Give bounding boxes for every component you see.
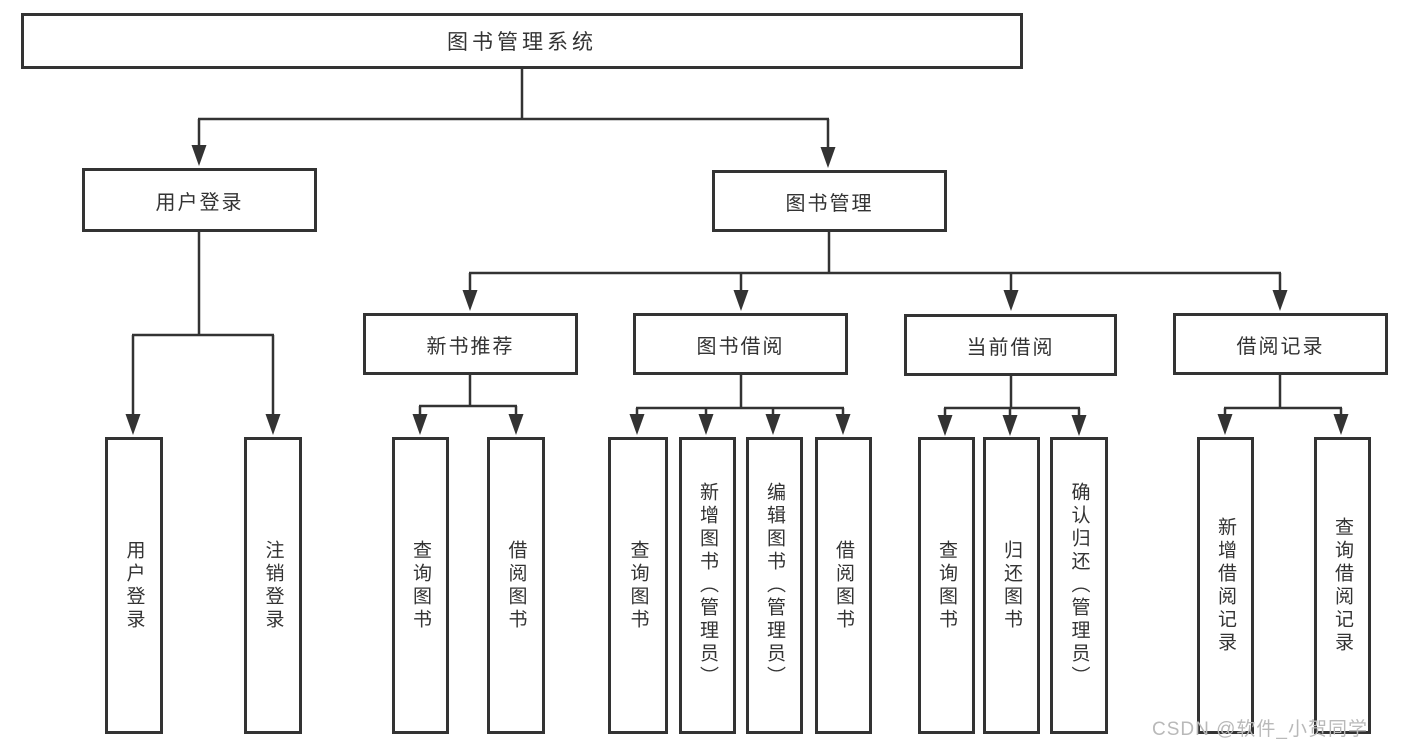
node-book-borrowing: 图书借阅 [633, 313, 848, 375]
csdn-watermark: CSDN @软件_小贺同学 [1152, 719, 1368, 740]
leaf-query-books-recommend-label: 查询图书 [410, 539, 431, 632]
arrowhead-icon [765, 414, 781, 435]
leaf-edit-books-admin-label: 编辑图书（管理员） [764, 482, 785, 689]
leaf-logout: 注销登录 [244, 437, 302, 734]
node-user-login-label: 用户登录 [155, 191, 244, 214]
leaf-borrow-books-recommend-label: 借阅图书 [505, 539, 527, 632]
leaf-query-borrow-record-label: 查询借阅记录 [1332, 516, 1353, 655]
leaf-query-books-recommend: 查询图书 [392, 437, 449, 734]
leaf-add-borrow-record-label: 新增借阅记录 [1215, 516, 1236, 655]
node-root-label: 图书管理系统 [447, 31, 597, 54]
node-borrowing-records: 借阅记录 [1173, 313, 1388, 375]
node-new-book-recommend: 新书推荐 [363, 313, 578, 375]
leaf-add-books-admin-label: 新增图书（管理员） [697, 482, 718, 689]
leaf-add-books-admin: 新增图书（管理员） [679, 437, 736, 734]
node-user-login: 用户登录 [82, 168, 317, 232]
node-book-borrowing-label: 图书借阅 [696, 335, 785, 358]
leaf-query-books-current-label: 查询图书 [936, 539, 957, 632]
arrowhead-icon [820, 147, 836, 168]
leaf-query-books-borrowing: 查询图书 [608, 437, 668, 734]
leaf-borrow-books-label: 借阅图书 [833, 539, 854, 632]
arrowhead-icon [412, 414, 428, 435]
node-new-book-recommend-label: 新书推荐 [426, 335, 515, 358]
leaf-return-books-label: 归还图书 [1001, 539, 1022, 632]
leaf-edit-books-admin: 编辑图书（管理员） [746, 437, 803, 734]
node-root: 图书管理系统 [21, 13, 1023, 69]
arrowhead-icon [508, 414, 524, 435]
node-current-borrowing: 当前借阅 [904, 314, 1117, 376]
node-book-management-label: 图书管理 [785, 192, 874, 215]
arrowhead-icon [1071, 415, 1087, 436]
arrowhead-icon [462, 290, 478, 311]
leaf-return-books: 归还图书 [983, 437, 1040, 734]
arrowhead-icon [937, 415, 953, 436]
arrowhead-icon [629, 414, 645, 435]
leaf-query-books-borrowing-label: 查询图书 [627, 539, 649, 632]
node-current-borrowing-label: 当前借阅 [966, 336, 1055, 359]
arrowhead-icon [1003, 290, 1019, 311]
arrowhead-icon [125, 414, 141, 435]
arrowhead-icon [698, 414, 714, 435]
arrowhead-icon [1002, 415, 1018, 436]
leaf-logout-label: 注销登录 [262, 539, 284, 632]
arrowhead-icon [835, 414, 851, 435]
leaf-user-login-label: 用户登录 [123, 539, 145, 632]
leaf-borrow-books-recommend: 借阅图书 [487, 437, 545, 734]
node-book-management: 图书管理 [712, 170, 947, 232]
arrowhead-icon [1217, 414, 1233, 435]
leaf-query-books-current: 查询图书 [918, 437, 975, 734]
leaf-add-borrow-record: 新增借阅记录 [1197, 437, 1254, 734]
leaf-borrow-books: 借阅图书 [815, 437, 872, 734]
arrowhead-icon [191, 145, 207, 166]
arrowhead-icon [733, 290, 749, 311]
node-borrowing-records-label: 借阅记录 [1236, 335, 1325, 358]
leaf-confirm-return-admin-label: 确认归还（管理员） [1068, 482, 1090, 689]
leaf-query-borrow-record: 查询借阅记录 [1314, 437, 1371, 734]
arrowhead-icon [265, 414, 281, 435]
leaf-user-login: 用户登录 [105, 437, 163, 734]
arrowhead-icon [1272, 290, 1288, 311]
leaf-confirm-return-admin: 确认归还（管理员） [1050, 437, 1108, 734]
arrowhead-icon [1333, 414, 1349, 435]
